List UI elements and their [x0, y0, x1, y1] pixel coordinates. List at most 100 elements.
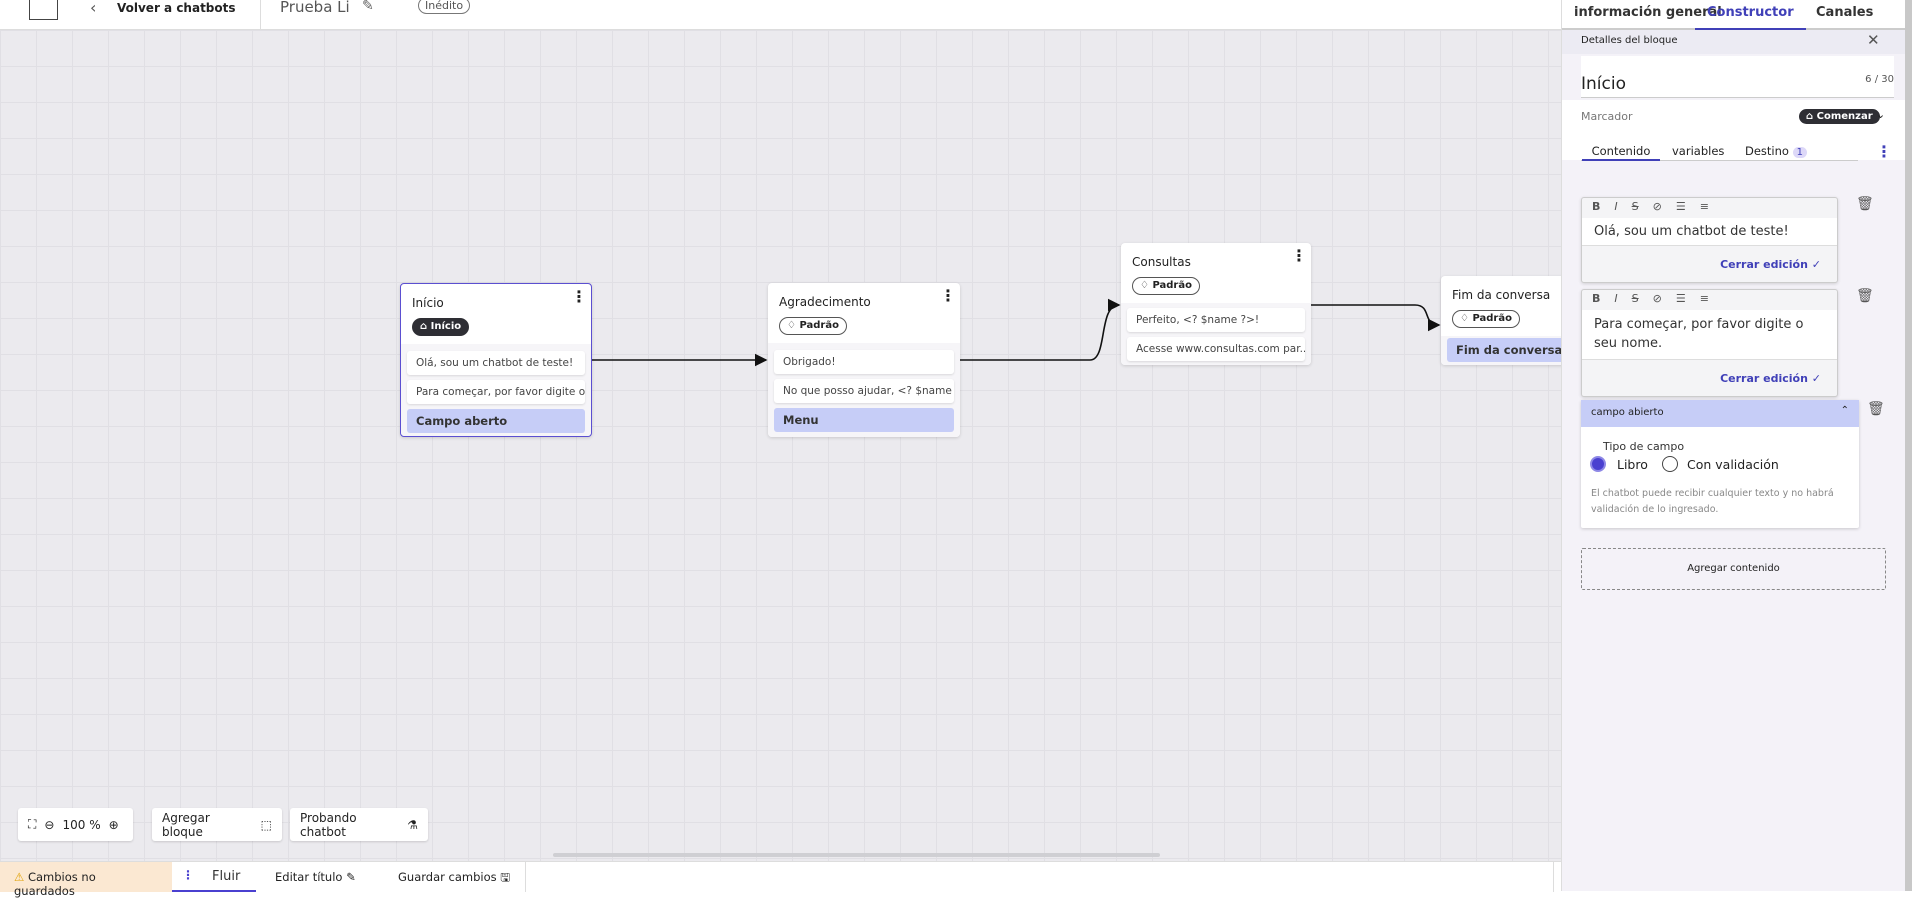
- node-message[interactable]: Olá, sou um chatbot de teste!: [407, 351, 585, 375]
- node-message[interactable]: No que posso ajudar, <? $name ...: [774, 379, 954, 403]
- bullet-list-icon[interactable]: ☰: [1675, 200, 1686, 213]
- back-chevron-icon[interactable]: ‹: [90, 0, 97, 17]
- block-name-field[interactable]: Início 6 / 30: [1581, 56, 1894, 98]
- close-edit-button[interactable]: Cerrar edición ✓: [1582, 360, 1837, 396]
- node-agradecimento[interactable]: Agradecimento ⋮ ♢ Padrão Obrigado! No qu…: [768, 283, 960, 437]
- node-option[interactable]: Fim da conversa: [1447, 338, 1575, 362]
- add-block-label: Agregar bloque: [162, 810, 210, 839]
- close-edit-label: Cerrar edición: [1720, 372, 1808, 385]
- link-icon[interactable]: ⊘: [1652, 200, 1662, 213]
- test-chatbot-button[interactable]: Probando chatbot ⚗: [290, 808, 428, 841]
- link-icon[interactable]: ⊘: [1652, 292, 1662, 305]
- numbered-list-icon[interactable]: ≡: [1699, 200, 1709, 213]
- pencil-icon[interactable]: ✎: [362, 0, 374, 14]
- subtab-variables[interactable]: variables: [1672, 144, 1725, 158]
- chatbot-title: Prueba Li: [280, 0, 350, 16]
- marker-select[interactable]: ⌂ Comenzar: [1799, 109, 1880, 124]
- node-message[interactable]: Para começar, por favor digite o ...: [407, 380, 585, 404]
- horizontal-scrollbar[interactable]: [553, 853, 1160, 857]
- node-option[interactable]: Menu: [774, 408, 954, 432]
- more-icon[interactable]: ⋮: [940, 286, 956, 305]
- add-content-button[interactable]: Agregar contenido: [1581, 548, 1886, 590]
- save-button[interactable]: Guardar cambios 🖫: [398, 870, 510, 889]
- radio-label: Con validación: [1687, 457, 1779, 472]
- bottom-bar: ⚠ Cambios no guardados ⋮ Fluir Editar tí…: [0, 861, 1561, 898]
- tab-flow[interactable]: Fluir: [172, 862, 256, 892]
- tab-channels[interactable]: Canales: [1816, 5, 1874, 20]
- more-icon[interactable]: ⋮: [1876, 142, 1892, 161]
- radio-con-validacion[interactable]: [1662, 456, 1678, 472]
- trash-icon[interactable]: 🗑: [1867, 401, 1885, 417]
- status-badge: Inédito: [418, 0, 471, 14]
- zoom-in-icon[interactable]: ⊕: [108, 817, 119, 832]
- save-label: Guardar cambios: [398, 870, 497, 884]
- flow-canvas[interactable]: Início ⋮ ⌂ Início Olá, sou um chatbot de…: [0, 30, 1581, 861]
- bullet-list-icon[interactable]: ☰: [1675, 292, 1686, 305]
- unsaved-warning: ⚠ Cambios no guardados: [0, 862, 172, 898]
- char-count: 6 / 30: [1865, 74, 1894, 85]
- section-title: Detalles del bloque: [1581, 35, 1678, 46]
- node-tag: ♢ Padrão: [1132, 277, 1200, 295]
- bold-icon[interactable]: B: [1592, 200, 1601, 213]
- subtab-content[interactable]: Contenido: [1582, 138, 1660, 161]
- pencil-icon: ✎: [346, 870, 356, 884]
- chevron-down-icon[interactable]: ⌄: [1876, 108, 1886, 121]
- chevron-up-icon[interactable]: ⌃: [1840, 405, 1849, 416]
- back-link[interactable]: Volver a chatbots: [117, 1, 236, 15]
- test-label: Probando chatbot: [300, 810, 357, 839]
- trash-icon[interactable]: 🗑: [1856, 196, 1874, 212]
- more-icon[interactable]: ⋮: [1291, 246, 1307, 265]
- italic-icon[interactable]: I: [1614, 200, 1618, 213]
- close-icon[interactable]: ✕: [1867, 31, 1880, 49]
- subtab-destination[interactable]: Destino 1: [1745, 144, 1807, 158]
- node-body: Fim da conversa: [1441, 336, 1581, 365]
- editor-text[interactable]: Olá, sou um chatbot de teste!: [1582, 218, 1837, 246]
- editor-text[interactable]: Para começar, por favor digite o seu nom…: [1582, 310, 1837, 360]
- add-block-icon: ⬚: [260, 817, 272, 832]
- marker-value: Comenzar: [1816, 111, 1873, 122]
- fit-screen-icon[interactable]: ⛶: [28, 817, 37, 831]
- tab-general-info[interactable]: información general: [1574, 5, 1722, 20]
- node-body: Perfeito, <? $name ?>! Acesse www.consul…: [1121, 303, 1311, 365]
- bold-icon[interactable]: B: [1592, 292, 1601, 305]
- open-field-header[interactable]: campo abierto ⌃: [1581, 400, 1859, 427]
- close-edit-button[interactable]: Cerrar edición ✓: [1582, 246, 1837, 282]
- open-field-title: campo abierto: [1591, 407, 1664, 418]
- zoom-out-icon[interactable]: ⊖: [44, 817, 55, 832]
- node-title: Agradecimento: [779, 295, 871, 309]
- home-icon: ⌂: [420, 321, 431, 332]
- vertical-scrollbar[interactable]: [1905, 0, 1912, 891]
- strikethrough-icon[interactable]: S: [1631, 200, 1639, 213]
- add-block-button[interactable]: Agregar bloque ⬚: [152, 808, 282, 841]
- more-icon[interactable]: ⋮: [571, 287, 587, 306]
- node-inicio[interactable]: Início ⋮ ⌂ Início Olá, sou um chatbot de…: [400, 283, 592, 437]
- panel-tabs: información general Constructor Canales: [1562, 0, 1906, 30]
- trash-icon[interactable]: 🗑: [1856, 288, 1874, 304]
- node-message[interactable]: Acesse www.consultas.com par...: [1127, 337, 1305, 361]
- tag-icon: ♢: [1460, 313, 1473, 324]
- close-edit-label: Cerrar edición: [1720, 258, 1808, 271]
- node-option[interactable]: Campo aberto: [407, 409, 585, 433]
- node-message[interactable]: Obrigado!: [774, 350, 954, 374]
- radio-label: Libro: [1617, 457, 1648, 472]
- node-consultas[interactable]: Consultas ⋮ ♢ Padrão Perfeito, <? $name …: [1121, 243, 1311, 365]
- block-details-panel: información general Constructor Canales …: [1561, 0, 1906, 891]
- flask-icon: ⚗: [407, 817, 418, 832]
- more-icon[interactable]: ⋮: [182, 868, 194, 882]
- warning-icon: ⚠: [14, 870, 28, 884]
- strikethrough-icon[interactable]: S: [1631, 292, 1639, 305]
- node-message[interactable]: Perfeito, <? $name ?>!: [1127, 308, 1305, 332]
- node-fim-da-conversa[interactable]: Fim da conversa ♢ Padrão Fim da conversa: [1441, 276, 1581, 365]
- radio-libro[interactable]: [1590, 456, 1606, 472]
- numbered-list-icon[interactable]: ≡: [1699, 292, 1709, 305]
- marker-label: Marcador: [1581, 110, 1633, 123]
- edges: [592, 298, 1441, 367]
- edit-title-button[interactable]: Editar título ✎: [275, 870, 356, 884]
- node-body: Olá, sou um chatbot de teste! Para começ…: [401, 344, 591, 436]
- node-body: Obrigado! No que posso ajudar, <? $name …: [768, 343, 960, 437]
- italic-icon[interactable]: I: [1614, 292, 1618, 305]
- tab-constructor[interactable]: Constructor: [1695, 5, 1806, 30]
